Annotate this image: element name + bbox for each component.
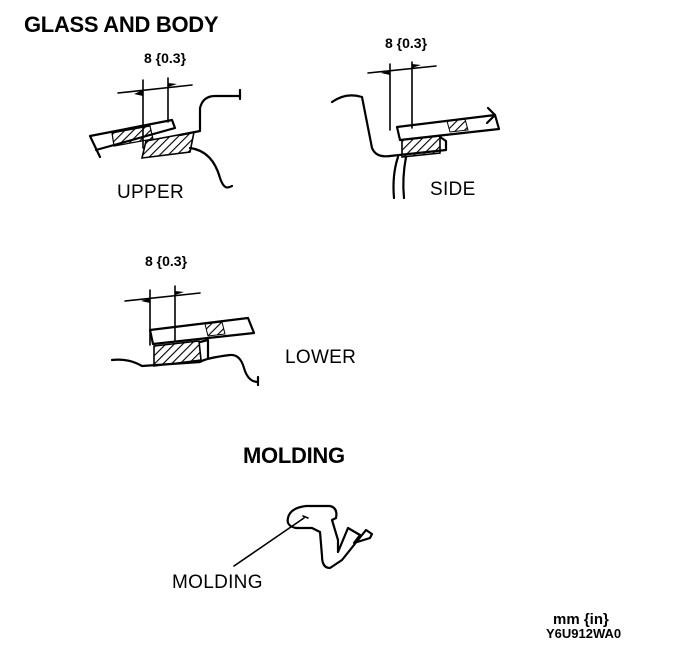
molding-section-title: MOLDING (243, 443, 345, 468)
upper-caption: UPPER (117, 182, 184, 203)
unit-note: mm {in} (553, 611, 609, 628)
lower-dimension-label: 8 {0.3} (145, 253, 188, 269)
lower-detail (110, 285, 260, 387)
upper-dimension-label: 8 {0.3} (144, 50, 187, 66)
side-dimension-line (367, 61, 437, 131)
upper-detail (88, 77, 242, 189)
side-glass (395, 113, 501, 142)
molding-profile (286, 504, 374, 570)
main-title: GLASS AND BODY (24, 12, 219, 37)
upper-sealant (140, 130, 196, 159)
lower-glass (148, 316, 256, 346)
molding-leader-line (233, 517, 305, 567)
molding-detail (233, 504, 374, 570)
side-caption: SIDE (430, 179, 476, 200)
side-detail (330, 61, 501, 200)
molding-callout-label: MOLDING (172, 572, 263, 593)
lower-body-panel (110, 353, 260, 387)
side-dimension-label: 8 {0.3} (385, 35, 428, 51)
lower-dimension-line (124, 285, 201, 346)
side-body-panel (330, 94, 448, 158)
lower-caption: LOWER (285, 347, 357, 368)
upper-body-panel (178, 88, 242, 137)
figure-code: Y6U912WA0 (546, 626, 622, 641)
lower-sealant (153, 340, 202, 367)
upper-glass (88, 118, 177, 159)
